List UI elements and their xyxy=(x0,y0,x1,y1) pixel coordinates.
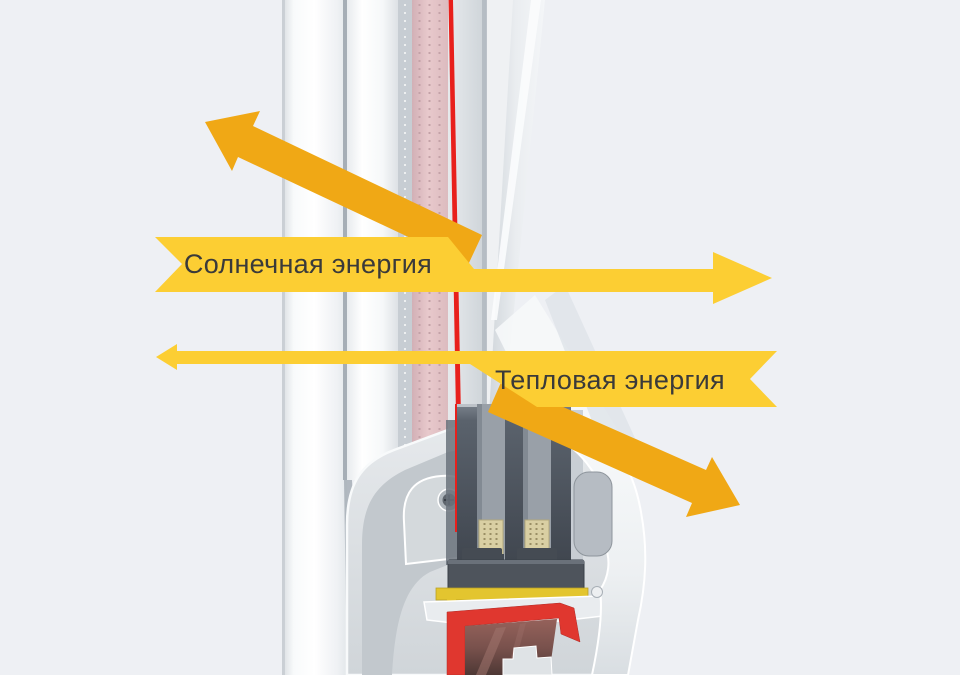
energy-banners xyxy=(155,237,777,407)
steel-reinforcement xyxy=(446,602,581,675)
right-profile-notch xyxy=(591,586,603,598)
bottom-clip xyxy=(502,645,553,675)
sash-channel xyxy=(446,420,457,565)
thermal-reflected-arrow-down-right xyxy=(488,380,740,517)
right-profile-chamber xyxy=(573,471,613,557)
solar-energy-label: Солнечная энергия xyxy=(183,249,433,279)
gap1-shade xyxy=(477,404,482,570)
outer-frame-face xyxy=(282,0,347,675)
reflection-arrows xyxy=(205,111,740,517)
solar-energy-banner-arrow-right xyxy=(155,237,772,304)
middle-pane-edge xyxy=(482,0,487,470)
frame-left-edge xyxy=(282,0,285,675)
pane1-top-highlight xyxy=(457,404,477,407)
setting-block xyxy=(517,548,557,562)
pane2-cut xyxy=(505,404,523,570)
pane-highlight xyxy=(491,0,541,320)
pane1-cut xyxy=(457,404,477,570)
platform-highlight xyxy=(448,560,584,564)
thermal-energy-banner-arrow-left xyxy=(156,344,777,407)
setting-block-platform xyxy=(447,559,585,591)
setting-block xyxy=(462,548,502,562)
gap2-shade xyxy=(523,404,528,570)
solar-reflected-arrow-up-left xyxy=(205,111,482,265)
chamber-streak xyxy=(476,627,506,675)
thermal-energy-label: Тепловая энергия xyxy=(495,364,725,395)
